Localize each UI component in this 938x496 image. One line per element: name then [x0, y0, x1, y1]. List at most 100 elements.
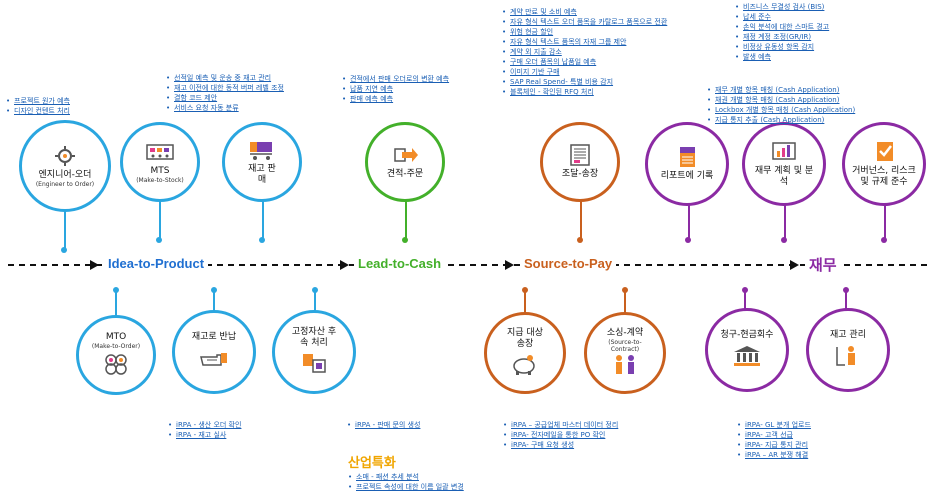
list-item[interactable]: 비정상 유동성 항목 감지 [735, 42, 829, 52]
list-item[interactable]: 자유 형식 텍스트 품목의 자재 그룹 제안 [502, 37, 702, 47]
phase-source-to-pay: Source-to-Pay [520, 256, 617, 271]
circle-label: 거버넌스, 리스크 및 규제 준수 [852, 165, 916, 187]
list-item[interactable]: 결함 코드 제안 [166, 93, 284, 103]
stem-dot [61, 247, 67, 253]
list-item[interactable]: 재정 계정 조정(GR/IR) [735, 32, 829, 42]
list-item[interactable]: iRPA - 생산 오더 확인 [168, 420, 241, 430]
gear-icon [55, 145, 75, 166]
circle-label: 재무 계획 및 분석 [754, 165, 814, 187]
list-item[interactable]: 계약 외 지출 감소 [502, 47, 702, 57]
circle-sublabel: (Engineer to Order) [35, 180, 95, 188]
circle-sublabel: (Make-to-Stock) [136, 176, 184, 184]
list-item[interactable]: iRPA- 구매 요청 생성 [503, 440, 618, 450]
circle-billing-to-cash[interactable]: 청구-현금회수 [705, 308, 789, 392]
stem [64, 200, 66, 250]
stem [405, 200, 407, 240]
circle-sublabel: (Source-to-Contract) [608, 339, 642, 353]
arrow-icon [340, 260, 349, 270]
list-item[interactable]: 견적에서 판매 오더로의 변환 예측 [342, 74, 449, 84]
list-item[interactable]: 소매 - 패션 추세 분석 [348, 472, 464, 482]
list-item[interactable]: 자유 형식 텍스트 오더 품목을 카탈로그 품목으로 전환 [502, 17, 702, 27]
arrow-icon [505, 260, 514, 270]
list-invoice-to-pay: iRPA – 공급업체 마스터 데이터 정리iRPA- 전자메일을 통한 PO … [503, 420, 618, 450]
circle-financial-planning[interactable]: 재무 계획 및 분석 [742, 122, 826, 206]
circle-stock-sales[interactable]: 재고 판매 [222, 122, 302, 202]
list-item[interactable]: iRPA - 판매 문의 생성 [347, 420, 420, 430]
circle-make-to-order[interactable]: MTO (Make-to-Order) [76, 315, 156, 395]
stem-dot [781, 237, 787, 243]
circle-quote-to-order[interactable]: 견적-주문 [365, 122, 445, 202]
circle-inventory-management[interactable]: 재고 관리 [806, 308, 890, 392]
stem [744, 290, 746, 310]
list-item[interactable]: 구매 오더 품목의 납품일 예측 [502, 57, 702, 67]
list-item[interactable]: 납품 지연 예측 [342, 84, 449, 94]
industry-title: 산업특화 [348, 456, 396, 471]
list-eto: 프로젝트 원가 예측디자인 컨텐트 처리 [6, 96, 70, 116]
circle-source-to-contract[interactable]: 소싱-계약 (Source-to-Contract) [584, 312, 666, 394]
list-finance-cash-application: 재무 개별 항목 매칭 (Cash Application)채권 개별 항목 매… [707, 85, 855, 125]
list-item[interactable]: 채권 개별 항목 매칭 (Cash Application) [707, 95, 855, 105]
circle-invoice-to-pay[interactable]: 지급 대상 송장 [484, 312, 566, 394]
list-item[interactable]: iRPA- GL 분개 업로드 [737, 420, 811, 430]
stem [314, 290, 316, 312]
stem [624, 290, 626, 314]
circle-make-to-stock[interactable]: MTS (Make-to-Stock) [120, 122, 200, 202]
list-item[interactable]: 납세 준수 [735, 12, 829, 22]
list-item[interactable]: 발생 예측 [735, 52, 829, 62]
stem-dot [881, 237, 887, 243]
list-billing: iRPA- GL 분개 업로드iRPA- 고객 선급iRPA- 지급 통지 관리… [737, 420, 811, 460]
list-item[interactable]: 계약 만료 및 소비 예측 [502, 7, 702, 17]
circle-record-to-report[interactable]: 리포트에 기록 [645, 122, 729, 206]
list-item[interactable]: SAP Real Spend- 특별 비용 감지 [502, 77, 702, 87]
list-item[interactable]: iRPA – AR 분쟁 해결 [737, 450, 811, 460]
circle-label: 재고로 반납 [191, 332, 237, 342]
list-item[interactable]: 디자인 컨텐트 처리 [6, 106, 70, 116]
list-item[interactable]: 선적일 예측 및 운송 중 재고 관리 [166, 73, 284, 83]
list-item[interactable]: 이미지 기반 구매 [502, 67, 702, 77]
list-item[interactable]: 판매 예측 예측 [342, 94, 449, 104]
phase-finance: 재무 [805, 254, 841, 275]
circle-label: 견적-주문 [386, 169, 424, 179]
phase-lead-to-cash: Lead-to-Cash [354, 256, 446, 271]
list-finance-top: 비즈니스 무결성 검사 (BIS)납세 준수손익 분석에 대한 스마트 경고재정… [735, 2, 829, 62]
list-item[interactable]: 프로젝트 속성에 대한 이름 일괄 변경 [348, 482, 464, 492]
list-item[interactable]: 블록체인 - 확인된 RFQ 처리 [502, 87, 702, 97]
list-procure: 계약 만료 및 소비 예측자유 형식 텍스트 오더 품목을 카탈로그 품목으로 … [502, 7, 702, 97]
circle-label: 지급 대상 송장 [507, 327, 543, 349]
list-item[interactable]: 재고 이전에 대한 동적 버퍼 레벨 조정 [166, 83, 284, 93]
list-item[interactable]: iRPA- 전자메일을 통한 PO 확인 [503, 430, 618, 440]
stem [159, 200, 161, 240]
list-lead-to-cash: 견적에서 판매 오더로의 변환 예측납품 지연 예측판매 예측 예측 [342, 74, 449, 104]
list-item[interactable]: 서비스 요청 자동 분류 [166, 103, 284, 113]
stem [524, 290, 526, 314]
list-item[interactable]: iRPA – 공급업체 마스터 데이터 정리 [503, 420, 618, 430]
machine-icon [146, 143, 174, 160]
phase-idea-to-product: Idea-to-Product [104, 256, 209, 271]
list-item[interactable]: 지급 통지 추출 (Cash Application) [707, 115, 855, 125]
coins-icon [105, 354, 127, 375]
circle-fixed-asset[interactable]: 고정자산 후속 처리 [272, 310, 356, 394]
worker-icon [836, 346, 855, 366]
list-item[interactable]: 손익 분석에 대한 스마트 경고 [735, 22, 829, 32]
bank-icon [734, 346, 760, 366]
circle-engineer-to-order[interactable]: 엔지니어-오더 (Engineer to Order) [19, 120, 111, 212]
circle-label: 고정자산 후속 처리 [291, 327, 337, 348]
list-item[interactable]: 프로젝트 원가 예측 [6, 96, 70, 106]
stem [688, 200, 690, 240]
cart-icon [250, 141, 272, 160]
list-item[interactable]: 위험 현금 할인 [502, 27, 702, 37]
list-item[interactable]: iRPA- 지급 통지 관리 [737, 440, 811, 450]
circle-procure-to-invoice[interactable]: 조달-송장 [540, 122, 620, 202]
list-item[interactable]: 재무 개별 항목 매칭 (Cash Application) [707, 85, 855, 95]
list-item[interactable]: Lockbox 개별 항목 매칭 (Cash Application) [707, 105, 855, 115]
circle-label: 재고 판매 [248, 163, 276, 185]
list-item[interactable]: iRPA- 고객 선급 [737, 430, 811, 440]
list-item[interactable]: iRPA - 재고 실사 [168, 430, 241, 440]
list-item[interactable]: 비즈니스 무결성 검사 (BIS) [735, 2, 829, 12]
arrow-icon [790, 260, 799, 270]
circle-label: 엔지니어-오더 [38, 169, 92, 180]
circle-label: 청구-현금회수 [720, 330, 774, 340]
list-mto: iRPA - 생산 오더 확인iRPA - 재고 실사 [168, 420, 241, 440]
circle-governance-risk-compliance[interactable]: 거버넌스, 리스크 및 규제 준수 [842, 122, 926, 206]
circle-return-to-stock[interactable]: 재고로 반납 [172, 310, 256, 394]
